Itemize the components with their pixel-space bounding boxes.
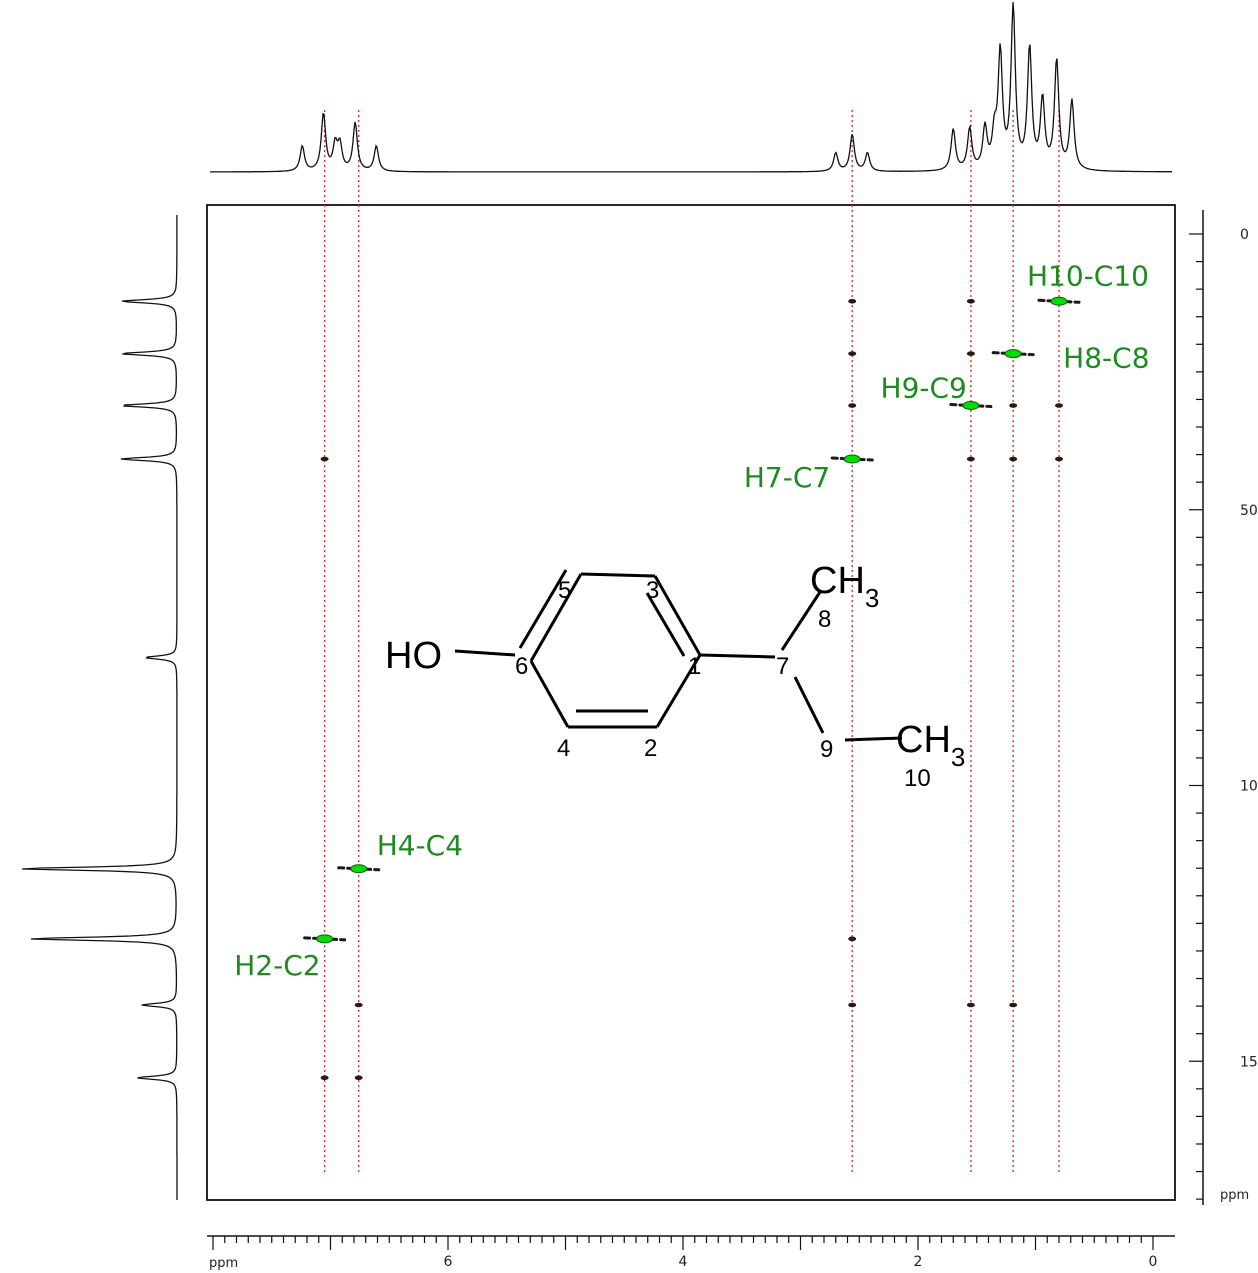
assigned-peak-marker-4	[350, 864, 368, 874]
cross-peak-9	[1009, 456, 1018, 462]
assigned-peak-label-3: H7-C7	[744, 461, 830, 494]
cross-peaks	[320, 298, 1063, 1081]
assigned-peak-marker-1	[1004, 349, 1022, 359]
atom-number-1: 1	[688, 653, 701, 680]
atom-number-2: 2	[644, 735, 657, 762]
cross-peak-12	[354, 1002, 363, 1008]
assigned-peak-marker-2	[962, 401, 980, 411]
cross-peak-1	[966, 298, 975, 304]
assigned-peak-label-5: H2-C2	[234, 949, 320, 982]
x-tick-label: 6	[444, 1254, 453, 1270]
x-axis-unit-label: ppm	[209, 1256, 238, 1271]
methyl-8-label: CH3	[810, 560, 879, 613]
plot-frame	[206, 204, 1176, 1201]
carbon-1d-spectrum	[22, 215, 178, 1200]
y-tick-label: 50	[1240, 503, 1258, 519]
bond-9-10	[844, 736, 903, 742]
bond-5-3	[580, 572, 656, 578]
cross-peak-4	[848, 403, 857, 408]
bond-1-7	[699, 653, 776, 659]
atom-number-3: 3	[646, 577, 659, 604]
x-tick-label: 4	[679, 1254, 688, 1270]
atom-number-5: 5	[558, 577, 571, 604]
assigned-peak-marker-5	[316, 934, 334, 944]
atom-number-7: 7	[776, 653, 789, 680]
y-tick-label: 100	[1240, 779, 1258, 795]
cross-peak-11	[848, 936, 857, 942]
molecule-structure: HO CH3 CH3 1 2 3 4 5 6 7 8 9 10	[385, 560, 965, 792]
bond-6-5-inner	[518, 569, 568, 649]
cross-peak-15	[1009, 1002, 1018, 1008]
bond-7-8	[780, 591, 822, 651]
cross-peak-7	[320, 456, 329, 462]
atom-number-8: 8	[818, 606, 831, 633]
cross-peak-0	[848, 298, 857, 304]
y-tick-label: 0	[1240, 227, 1249, 243]
x-axis: 6 4 2 0	[207, 1235, 1175, 1270]
bond-ho-6	[454, 649, 516, 657]
bond-3-1-inner	[645, 592, 686, 657]
atom-number-10: 10	[904, 765, 931, 792]
x-tick-label: 0	[1149, 1254, 1158, 1270]
cross-peak-5	[1009, 403, 1018, 408]
hydroxyl-label: HO	[385, 635, 442, 677]
proton-spectrum-trace	[210, 2, 1172, 173]
proton-1d-spectrum	[210, 2, 1172, 173]
assigned-peak-marker-0	[1050, 296, 1068, 306]
y-tick-label: 150	[1240, 1054, 1258, 1070]
cross-peak-17	[354, 1075, 363, 1081]
y-axis: 0 50 100 150	[1189, 210, 1258, 1205]
assigned-peak-marker-3	[843, 454, 861, 464]
atom-number-9: 9	[820, 736, 833, 763]
cross-peak-2	[848, 351, 857, 356]
cross-peak-16	[320, 1075, 329, 1081]
cross-peak-3	[966, 351, 975, 356]
y-axis-unit-label: ppm	[1220, 1188, 1249, 1203]
atom-number-4: 4	[557, 735, 570, 762]
assigned-peak-label-4: H4-C4	[377, 829, 463, 862]
cross-peak-6	[1055, 403, 1063, 408]
cross-peak-8	[966, 456, 975, 462]
bond-6-5	[529, 573, 583, 662]
bond-4-6	[529, 660, 570, 728]
atom-number-6: 6	[515, 653, 528, 680]
guide-lines	[323, 110, 1060, 1172]
bond-3-1	[653, 575, 702, 656]
cross-peak-13	[848, 1002, 857, 1008]
methyl-10-label: CH3	[896, 719, 965, 772]
bond-1-2	[655, 654, 702, 728]
assigned-peak-label-0: H10-C10	[1027, 259, 1149, 292]
assigned-peak-label-2: H9-C9	[881, 372, 967, 405]
x-tick-label: 2	[914, 1254, 923, 1270]
carbon-spectrum-trace	[22, 215, 178, 1200]
bond-7-9	[793, 676, 825, 734]
cross-peak-14	[966, 1002, 975, 1008]
cross-peak-10	[1055, 456, 1063, 462]
assigned-peak-label-1: H8-C8	[1063, 342, 1149, 375]
